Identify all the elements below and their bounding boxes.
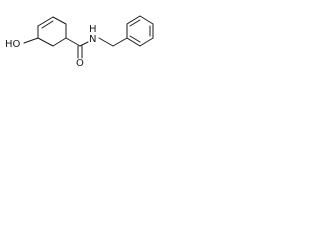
ring-to-carbonyl-bond [65,37,81,47]
phenyl-bond-3 [139,15,154,25]
carbonyl-to-nitrogen-bond [79,41,89,47]
amide-hydrogen-label: H [89,24,97,35]
ring-bond-5 [37,37,54,47]
methylene-to-phenyl-bond [112,37,128,47]
phenyl-ring [126,15,154,47]
phenyl-inner-bond-1 [129,19,141,27]
cyclohexene-ring [37,16,67,47]
phenyl-bond-6 [126,37,141,47]
hydroxyl-bond [23,37,39,44]
ring-bond-4 [52,37,67,47]
carbonyl-oxygen-label: O [76,58,84,69]
ring-bond-2 [52,16,67,25]
phenyl-bond-5 [139,37,154,47]
amide-nitrogen-label: N [89,34,96,45]
nitrogen-to-methylene-bond [98,37,114,47]
phenyl-bond-2 [126,15,141,25]
phenyl-inner-bond-3 [129,35,141,43]
ring-double-bond-inner [41,20,54,29]
molecule-structure: HO O N H [5,15,154,69]
hydroxyl-label: HO [5,39,21,50]
ring-bond-1 [37,16,54,27]
